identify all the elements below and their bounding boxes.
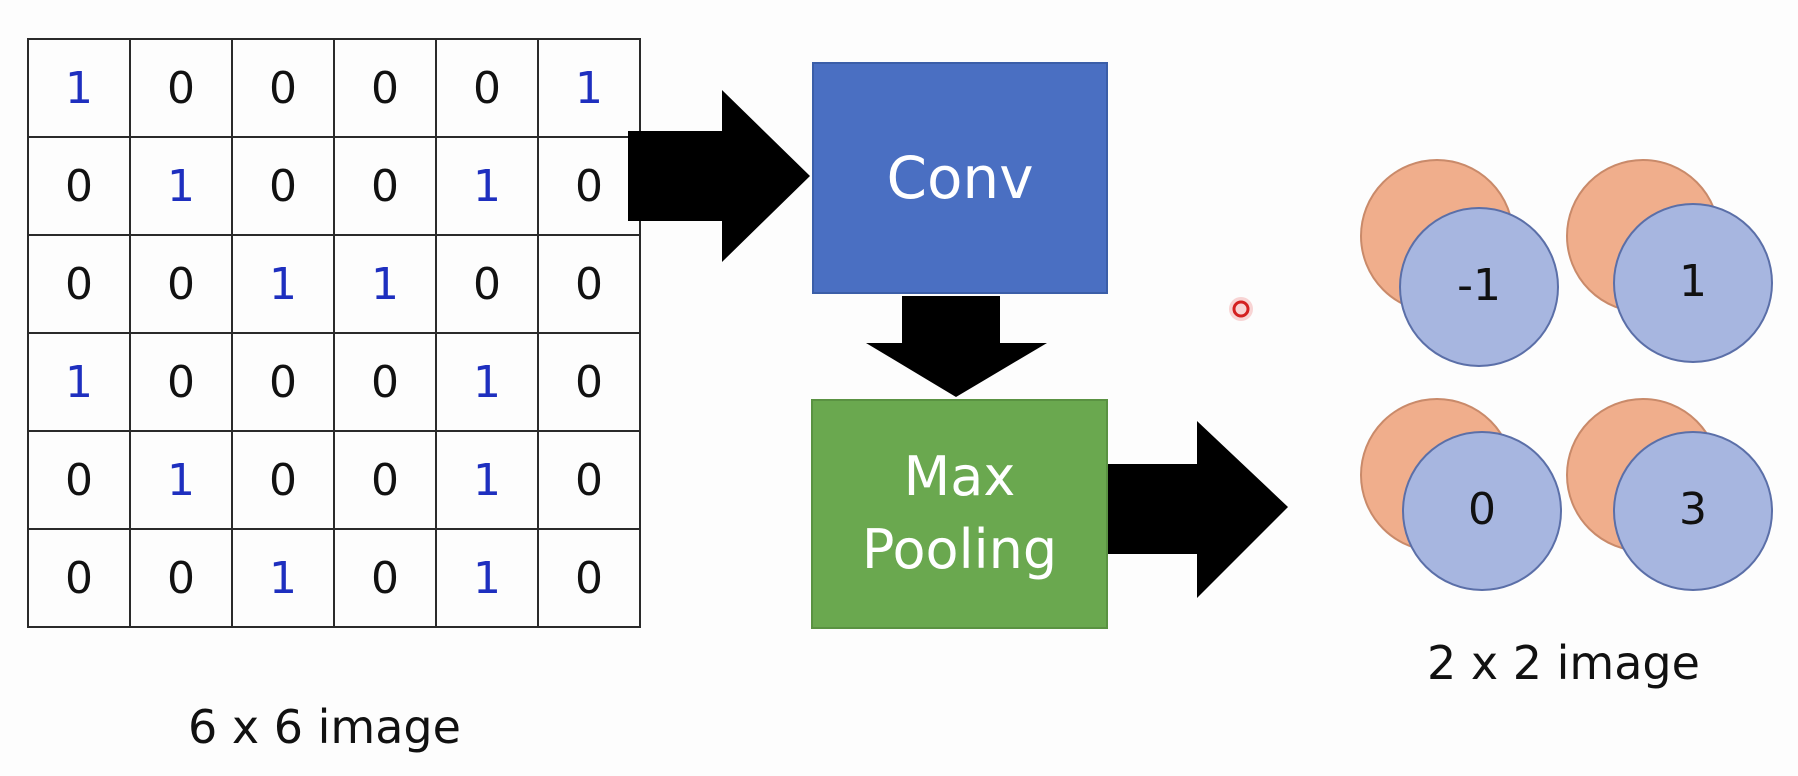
matrix-cell: 0 — [231, 38, 335, 138]
matrix-cell: 1 — [435, 528, 539, 628]
matrix-cell: 0 — [27, 430, 131, 530]
front-circle-1 — [1399, 207, 1559, 367]
matrix-cell: 1 — [435, 430, 539, 530]
conv-block: Conv — [812, 62, 1108, 294]
matrix-cell: 1 — [27, 38, 131, 138]
matrix-cell: 0 — [537, 136, 641, 236]
matrix-cell: 0 — [333, 136, 437, 236]
arrow-to-pooling — [866, 296, 1047, 397]
matrix-cell: 1 — [333, 234, 437, 334]
output-value-3: 0 — [1468, 484, 1496, 535]
pool-label-line2: Pooling — [861, 518, 1058, 581]
matrix-cell: 0 — [129, 38, 233, 138]
matrix-cell: 1 — [129, 136, 233, 236]
conv-label: Conv — [886, 144, 1034, 212]
matrix-cell: 1 — [129, 430, 233, 530]
max-pooling-block: Max Pooling — [811, 399, 1108, 629]
matrix-cell: 0 — [435, 38, 539, 138]
pool-label-line1: Max — [903, 445, 1016, 509]
matrix-cell: 0 — [537, 332, 641, 432]
matrix-cell: 0 — [27, 234, 131, 334]
matrix-cell: 1 — [435, 332, 539, 432]
matrix-cell: 0 — [537, 430, 641, 530]
matrix-cell: 1 — [435, 136, 539, 236]
matrix-cell: 0 — [231, 332, 335, 432]
matrix-cell: 0 — [231, 430, 335, 530]
matrix-cell: 0 — [27, 528, 131, 628]
output-value-2: 1 — [1679, 256, 1707, 307]
matrix-cell: 0 — [537, 234, 641, 334]
arrow-to-conv — [628, 90, 810, 262]
matrix-cell: 0 — [333, 332, 437, 432]
input-caption: 6 x 6 image — [188, 700, 461, 754]
matrix-cell: 1 — [537, 38, 641, 138]
matrix-cell: 1 — [231, 234, 335, 334]
matrix-cell: 0 — [333, 38, 437, 138]
output-caption: 2 x 2 image — [1427, 636, 1700, 690]
matrix-cell: 0 — [129, 234, 233, 334]
output-value-1: -1 — [1457, 260, 1501, 311]
arrow-to-output — [1104, 421, 1288, 598]
matrix-cell: 0 — [231, 136, 335, 236]
matrix-cell: 1 — [231, 528, 335, 628]
matrix-cell: 0 — [435, 234, 539, 334]
front-circle-4 — [1613, 431, 1773, 591]
matrix-cell: 0 — [129, 332, 233, 432]
output-value-4: 3 — [1679, 484, 1707, 535]
front-circle-3 — [1402, 431, 1562, 591]
matrix-cell: 0 — [129, 528, 233, 628]
matrix-cell: 0 — [333, 430, 437, 530]
front-circle-2 — [1613, 203, 1773, 363]
matrix-cell: 1 — [27, 332, 131, 432]
matrix-cell: 0 — [333, 528, 437, 628]
matrix-cell: 0 — [537, 528, 641, 628]
matrix-cell: 0 — [27, 136, 131, 236]
